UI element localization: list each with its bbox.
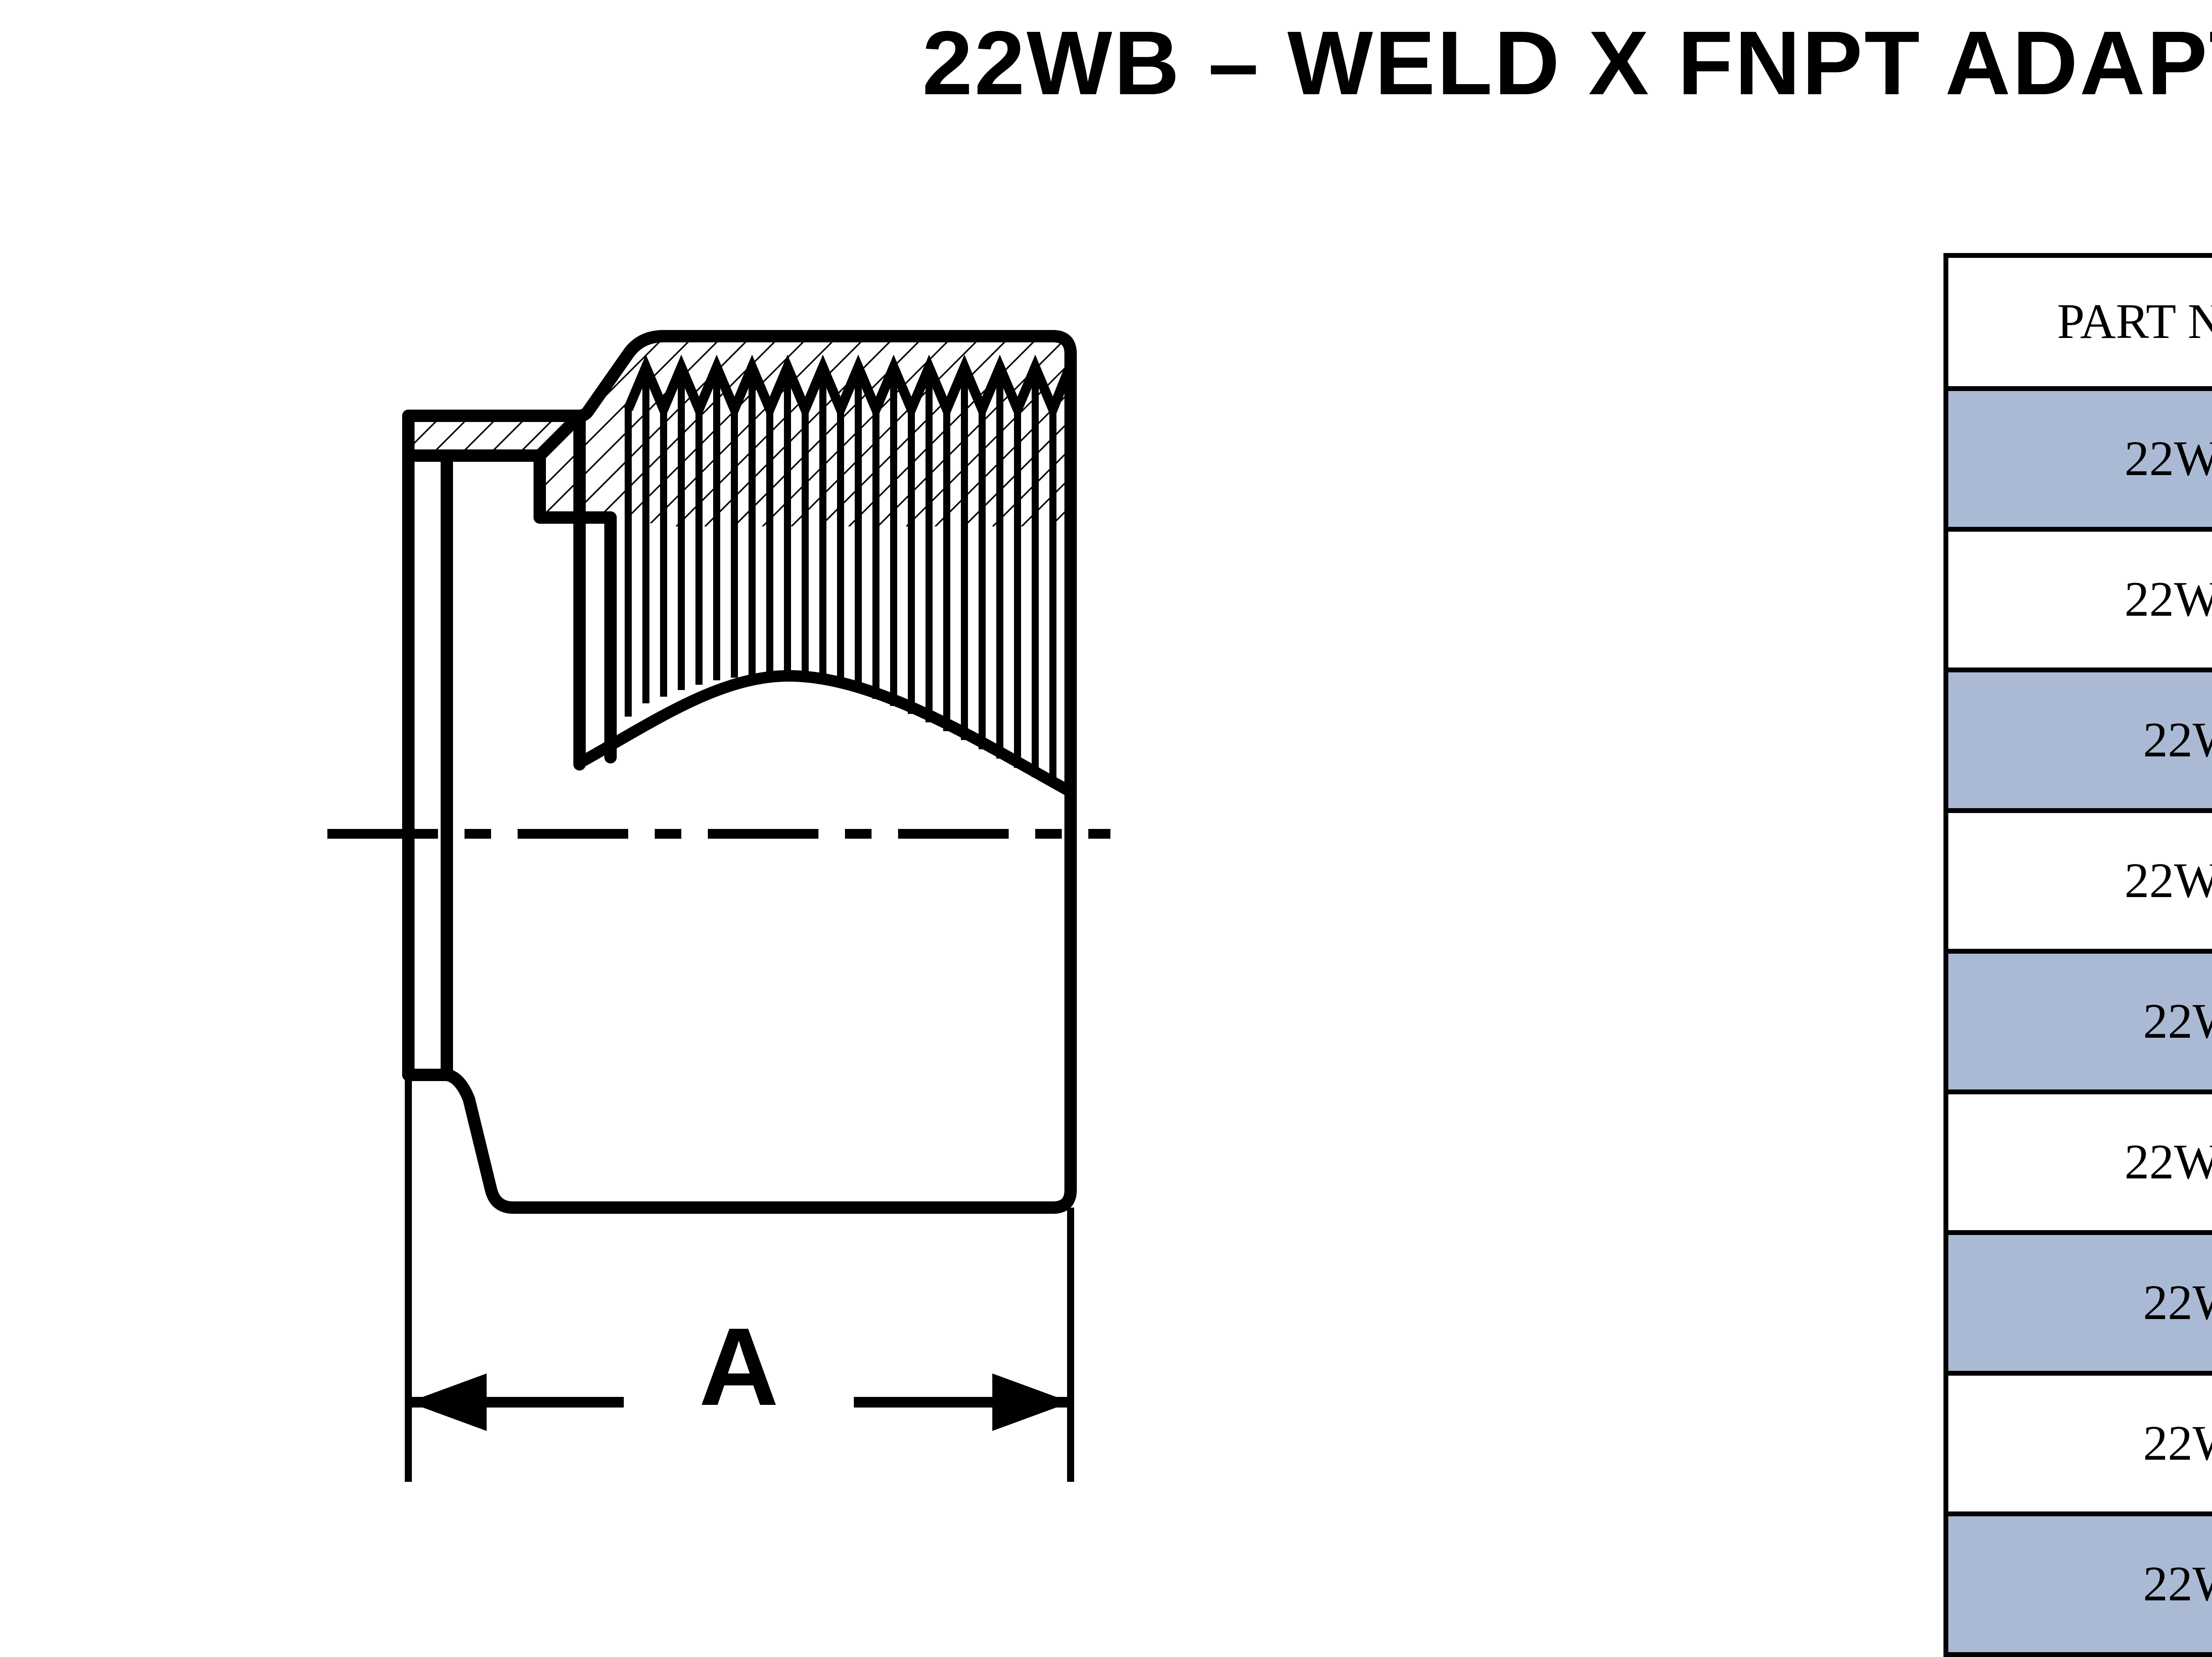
specification-table-container: PART NUMBER SIZE (inches) A (inches) 22W… <box>1943 253 2212 1603</box>
table-row: 22WB-.501/21.250 <box>1946 389 2212 529</box>
cell-part-number: 22WB-3 <box>1946 1233 2212 1373</box>
header-line-1: PART NUMBER <box>2057 294 2212 349</box>
page-title-container: 22WB – WELD X FNPT ADAPTER <box>841 18 2212 108</box>
adapter-lower-body <box>408 796 1071 1208</box>
table-row: 22WB-111.750 <box>1946 670 2212 811</box>
section-hatch-region <box>408 336 1071 526</box>
table-row: 22WB-442.562 <box>1946 1373 2212 1514</box>
cell-part-number: 22WB-4 <box>1946 1373 2212 1514</box>
cell-part-number: 22WB-2 <box>1946 951 2212 1092</box>
cell-part-number: 22WB-.75 <box>1946 529 2212 670</box>
table-row: 22WB-663.250 <box>1946 1514 2212 1655</box>
cell-part-number: 22WB-1.5 <box>1946 811 2212 951</box>
table-row: 22WB-332.500 <box>1946 1233 2212 1373</box>
cell-part-number: 22WB-.50 <box>1946 389 2212 529</box>
page-title: 22WB – WELD X FNPT ADAPTER <box>841 18 2212 108</box>
table-row: 22WB-1.51-1/21.750 <box>1946 811 2212 951</box>
cell-part-number: 22WB-1 <box>1946 670 2212 811</box>
technical-drawing: A <box>274 208 1115 1535</box>
table-row: 22WB-221.812 <box>1946 951 2212 1092</box>
cell-part-number: 22WB-6 <box>1946 1514 2212 1655</box>
table-row: 22WB-.753/41.625 <box>1946 529 2212 670</box>
dimension-a-label: A <box>659 1312 818 1422</box>
table-header-row: PART NUMBER SIZE (inches) A (inches) <box>1946 256 2212 389</box>
column-header-part-number: PART NUMBER <box>1946 256 2212 389</box>
specification-table: PART NUMBER SIZE (inches) A (inches) 22W… <box>1943 253 2212 1657</box>
cell-part-number: 22WB-2.5 <box>1946 1092 2212 1233</box>
table-row: 22WB-2.52-1/22.250 <box>1946 1092 2212 1233</box>
